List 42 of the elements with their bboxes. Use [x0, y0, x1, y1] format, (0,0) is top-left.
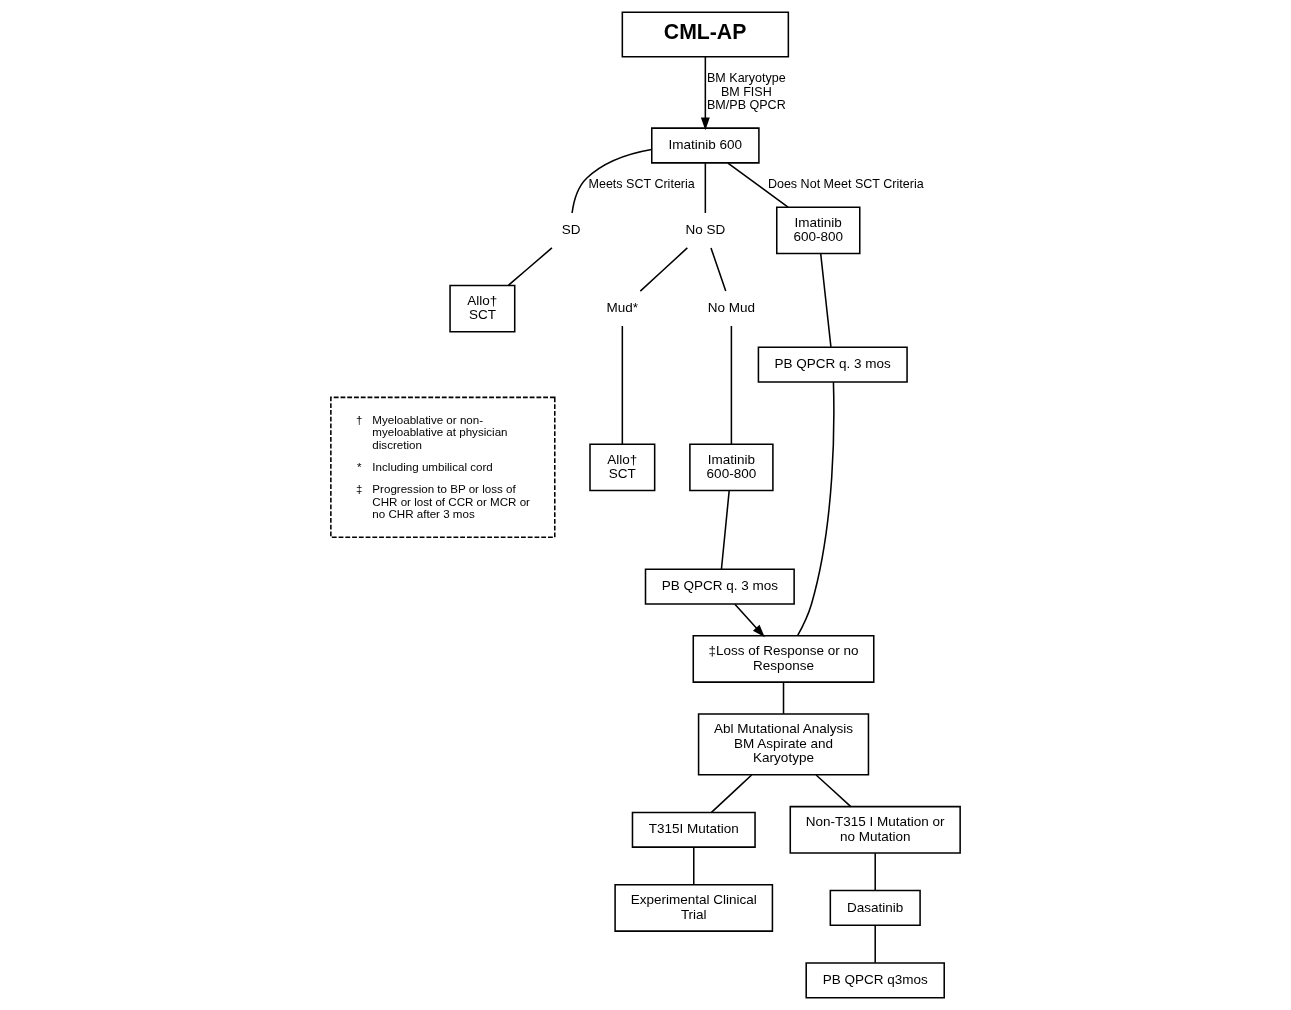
- connector: [796, 381, 835, 637]
- node-box: Allo† SCT: [449, 284, 516, 333]
- node-box: Allo† SCT: [589, 443, 656, 492]
- connector: [874, 924, 876, 964]
- connector: [874, 852, 876, 892]
- connector: [571, 148, 653, 214]
- node-box: Imatinib 600-800: [689, 443, 774, 492]
- node-box: Experimental Clinical Trial: [614, 884, 774, 932]
- node-box: ‡Loss of Response or no Response: [692, 635, 875, 683]
- node-box: Non-T315 I Mutation or no Mutation: [789, 805, 961, 854]
- arrow: [734, 603, 765, 638]
- node-text: SD: [561, 221, 581, 237]
- node-text: Mud*: [606, 300, 639, 316]
- node-text: No SD: [685, 221, 726, 237]
- node-box: Imatinib 600: [651, 127, 760, 164]
- connector: [639, 247, 689, 292]
- connector: [819, 253, 832, 348]
- node-box: PB QPCR q3mos: [805, 962, 945, 999]
- connector: [727, 162, 789, 208]
- connector: [720, 489, 730, 570]
- connector: [693, 846, 695, 886]
- edge-label: BM Karyotype BM FISH BM/PB QPCR: [707, 71, 786, 113]
- connector: [815, 774, 852, 808]
- edge-label: Meets SCT Criteria: [588, 177, 695, 192]
- edge-label: Does Not Meet SCT Criteria: [767, 177, 924, 192]
- node-box: PB QPCR q. 3 mos: [757, 346, 908, 383]
- node-box: Abl Mutational Analysis BM Aspirate and Karyotype: [697, 713, 870, 776]
- node-box: T315I Mutation: [631, 811, 756, 848]
- node-box: † Myeloablative or non-myeloablative at physician discretion * Including umbilical cord ‡ Progression to BP or loss of CHR or lost of CCR or MCR or no CHR after 3 mos: [330, 396, 556, 539]
- connector: [704, 162, 707, 214]
- connector: [710, 247, 727, 292]
- connector: [710, 774, 753, 814]
- connector: [782, 681, 785, 715]
- connector: [730, 325, 733, 445]
- node-box: PB QPCR q. 3 mos: [644, 568, 795, 605]
- arrow: [700, 56, 710, 131]
- connector: [621, 325, 624, 445]
- node-text: No Mud: [707, 300, 756, 316]
- node-box: CML-AP: [621, 11, 790, 58]
- node-box: Imatinib 600-800: [776, 206, 861, 255]
- node-box: Dasatinib: [829, 889, 921, 927]
- connector: [507, 247, 553, 287]
